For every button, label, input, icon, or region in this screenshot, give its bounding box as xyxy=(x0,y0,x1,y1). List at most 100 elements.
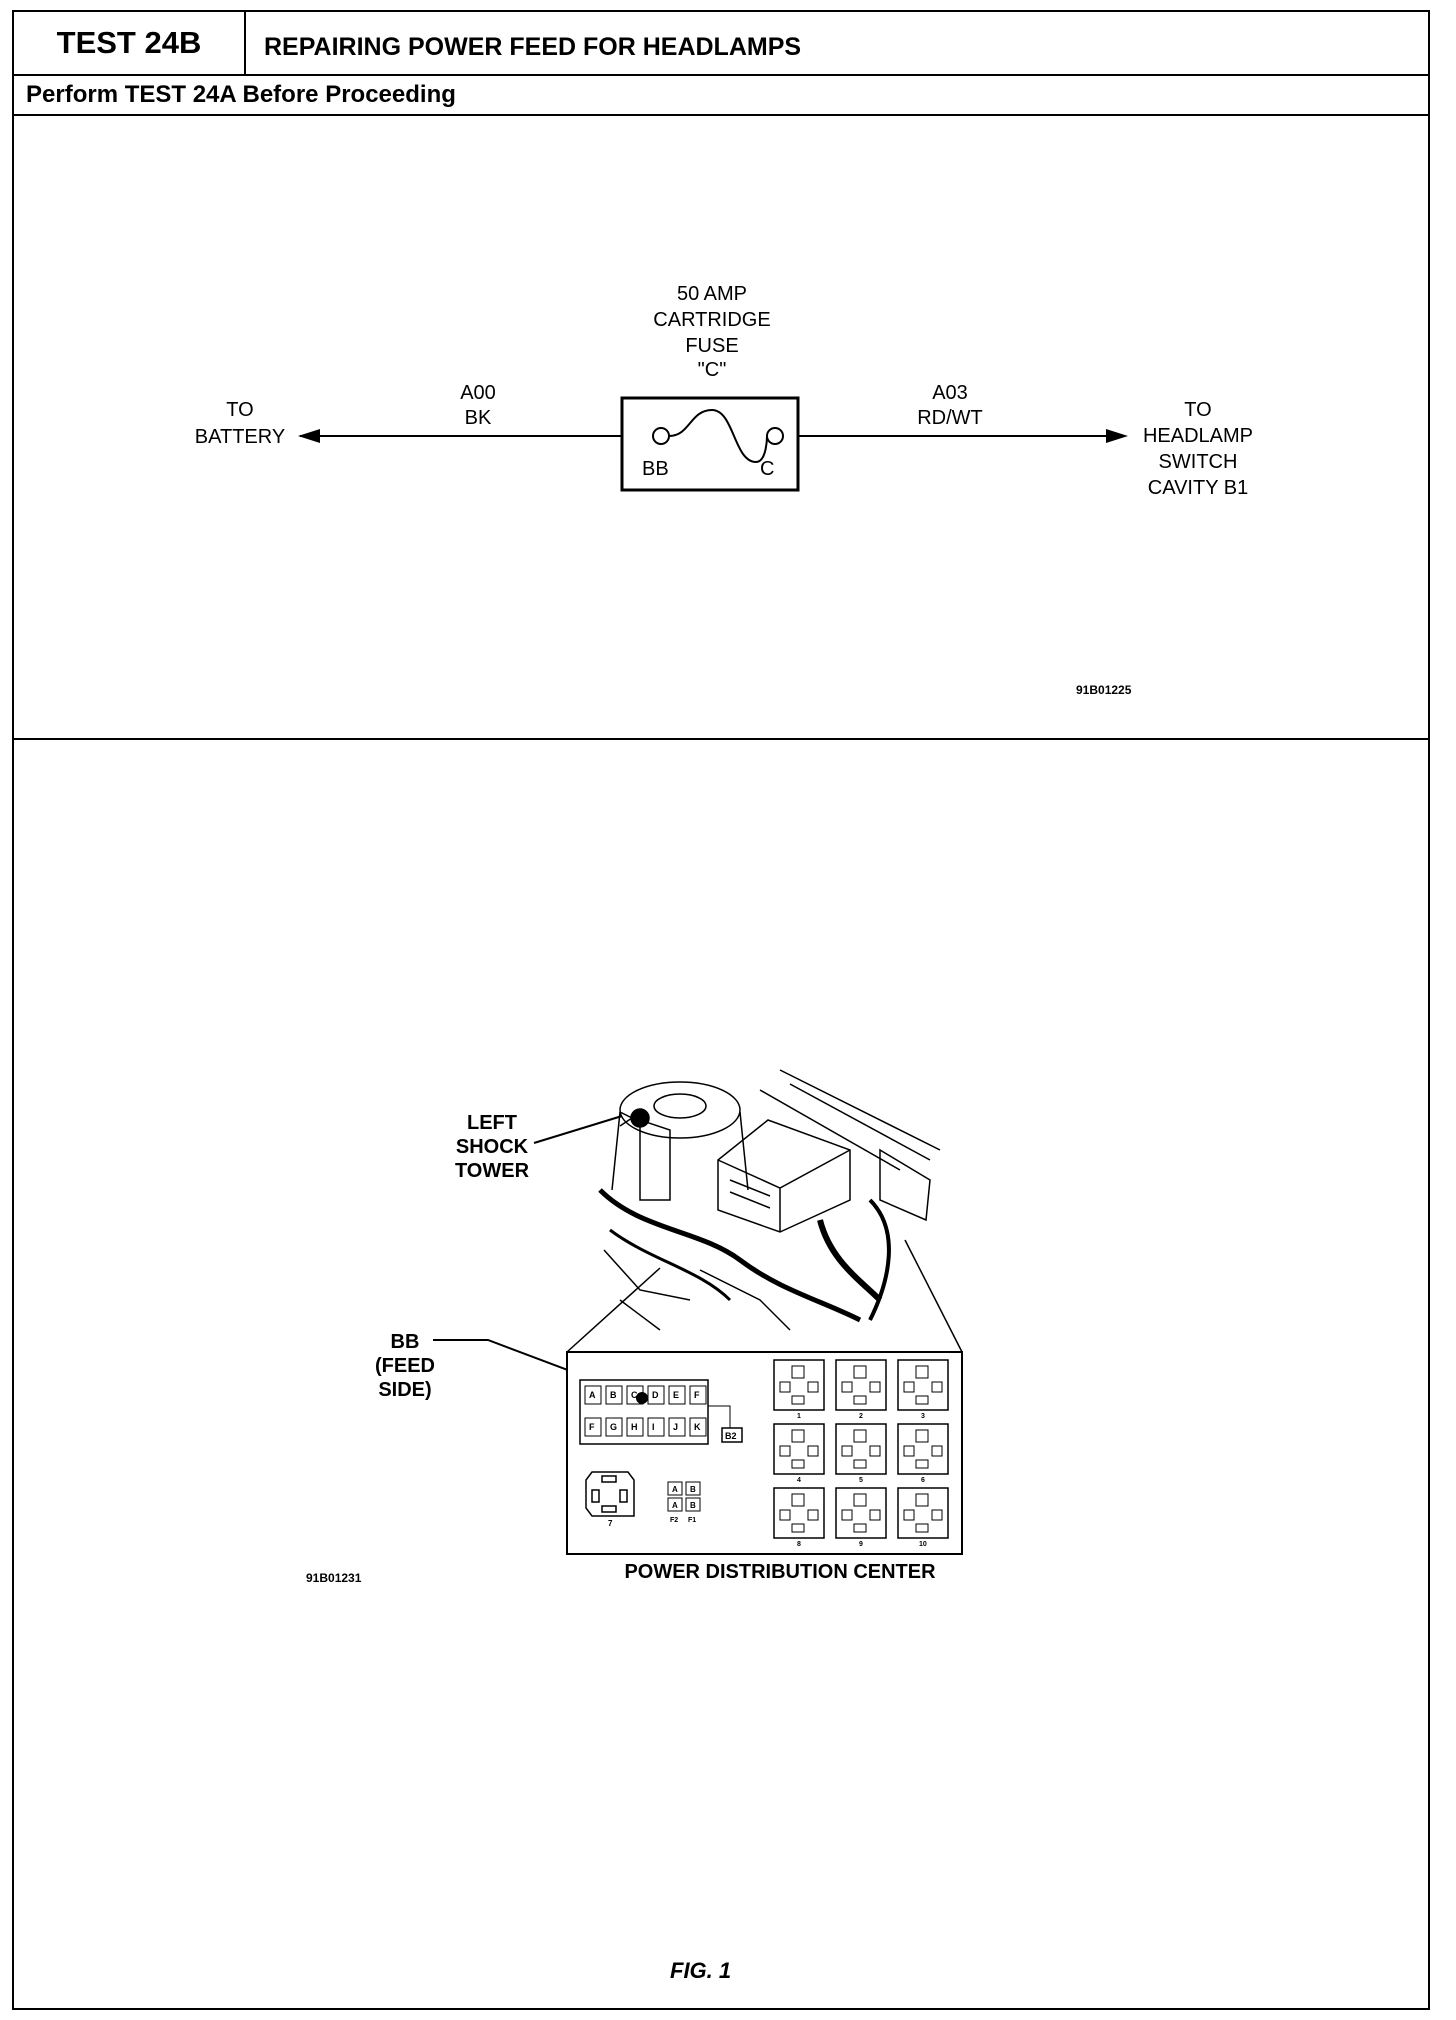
left-wire-color: BK xyxy=(465,407,492,429)
fuse-row-top: A B C D E F xyxy=(584,1385,707,1405)
relay-cavity: 3 xyxy=(897,1359,949,1420)
relay-cavity: 10 xyxy=(897,1487,949,1548)
relay-pin xyxy=(601,1475,617,1483)
shock-tower-leader-tip xyxy=(619,1111,634,1127)
prerequisite-note: Perform TEST 24A Before Proceeding xyxy=(14,76,1428,116)
fuse-block xyxy=(579,1379,709,1445)
relay-pin xyxy=(619,1489,628,1503)
shock-tower-leader xyxy=(533,1115,623,1144)
battery-to-label: TO xyxy=(226,399,253,421)
bb-feed-marker xyxy=(636,1392,648,1404)
relay-number: 9 xyxy=(859,1541,863,1548)
fuse-label-line-2: CARTRIDGE xyxy=(653,309,770,331)
relay-number: 8 xyxy=(797,1541,801,1548)
test-title: REPAIRING POWER FEED FOR HEADLAMPS xyxy=(264,33,802,61)
relay-pin xyxy=(601,1505,617,1513)
fuse-terminal-c-label: C xyxy=(760,458,774,480)
fuse-cavity-label: F xyxy=(589,1422,595,1432)
shock-tower-label-line-1: LEFT xyxy=(467,1112,517,1134)
header-row: TEST 24B REPAIRING POWER FEED FOR HEADLA… xyxy=(14,12,1428,76)
battery-arrow xyxy=(298,429,320,443)
fuse-cavity xyxy=(647,1417,665,1437)
hood-line xyxy=(759,1089,901,1171)
relay-cavity: 5 xyxy=(835,1423,887,1484)
figure-caption: FIG. 1 xyxy=(670,1958,732,1983)
right-wire-color: RD/WT xyxy=(917,407,983,429)
page-frame: TEST 24B REPAIRING POWER FEED FOR HEADLA… xyxy=(12,10,1430,2010)
bb-label-line-2: (FEED xyxy=(375,1355,435,1377)
fuse-cavity xyxy=(584,1385,602,1405)
fuse-terminal-bb xyxy=(652,427,670,445)
small-fuse-label: B xyxy=(690,1485,696,1494)
pdc-housing-edges xyxy=(717,1149,851,1232)
pdc-housing-ridges xyxy=(729,1179,771,1209)
engine-bay-illustration xyxy=(433,1069,963,1399)
fuse-cavity xyxy=(605,1385,623,1405)
b2-label: B2 xyxy=(725,1431,737,1441)
fuse-cavity xyxy=(689,1385,707,1405)
engine-detail xyxy=(699,1269,791,1331)
engine-detail xyxy=(603,1249,691,1331)
test-number: TEST 24B xyxy=(14,12,246,74)
relay-cavity: 2 xyxy=(835,1359,887,1420)
fuse-cavity xyxy=(668,1385,686,1405)
fuse-cavity-label: B xyxy=(610,1390,617,1400)
headlamp-to-label: TO xyxy=(1184,399,1211,421)
small-fuse-cell xyxy=(667,1481,683,1496)
relay-number: 5 xyxy=(859,1477,863,1484)
shock-tower-top xyxy=(653,1093,707,1119)
right-wire-circuit: A03 xyxy=(932,382,968,404)
small-fuse-caption: F1 xyxy=(688,1517,696,1524)
small-fuse-grid: A B A B F2 F1 xyxy=(667,1481,701,1524)
relay-grid: 1 2 3 xyxy=(773,1359,949,1548)
relay-number: 2 xyxy=(859,1413,863,1420)
locator-figure-code: 91B01231 xyxy=(306,1571,362,1585)
fuse-cavity-label: J xyxy=(673,1422,678,1432)
relay-number: 3 xyxy=(921,1413,925,1420)
bb-label-line-3: SIDE) xyxy=(378,1379,431,1401)
fuse-cavity-label: A xyxy=(589,1390,596,1400)
hood-line xyxy=(779,1069,941,1151)
section-divider xyxy=(14,738,1428,740)
fuse-cavity-label: I xyxy=(652,1422,655,1432)
fuse-block-lead xyxy=(708,1405,731,1428)
small-fuse-cell xyxy=(667,1497,683,1512)
fuse-cavity-label: C xyxy=(631,1390,638,1400)
bb-label-line-1: BB xyxy=(391,1331,420,1353)
small-fuse-label: A xyxy=(672,1485,678,1494)
fuse-cavity xyxy=(626,1417,644,1437)
relay-cavity: 6 xyxy=(897,1423,949,1484)
headlamp-arrow xyxy=(1106,429,1128,443)
cavity-label: CAVITY B1 xyxy=(1148,477,1248,499)
hood-line xyxy=(789,1083,931,1161)
switch-label: SWITCH xyxy=(1159,451,1238,473)
fuse-cavity-label: G xyxy=(610,1422,617,1432)
zoom-line-right xyxy=(904,1239,963,1353)
fuse-terminal-bb-label: BB xyxy=(642,458,669,480)
wiring-harness xyxy=(868,1198,891,1321)
fuse-cavity xyxy=(584,1417,602,1437)
relay-socket-outline xyxy=(585,1471,635,1517)
fuse-box xyxy=(620,396,800,492)
relay-number: 6 xyxy=(921,1477,925,1484)
locator-labels: LEFT SHOCK TOWER BB (FEED SIDE) POWER DI… xyxy=(306,1112,936,1585)
shock-tower-marker xyxy=(630,1108,650,1128)
relay-socket-number: 7 xyxy=(608,1519,613,1528)
fuse-label-line-3: FUSE xyxy=(685,335,738,357)
relay-pin xyxy=(591,1489,600,1503)
fuse-cavity xyxy=(605,1417,623,1437)
small-fuse-cell xyxy=(685,1481,701,1496)
pdc-outline xyxy=(566,1351,963,1555)
shock-tower-cap xyxy=(619,1081,741,1139)
b2-terminal xyxy=(721,1427,743,1443)
battery-label: BATTERY xyxy=(195,426,285,448)
fuse-cavity-label: F xyxy=(694,1390,700,1400)
small-fuse-label: B xyxy=(690,1501,696,1510)
fuse-cavity-label: D xyxy=(652,1390,659,1400)
power-distribution-center: B2 A B C D E F F G H I J xyxy=(566,1351,963,1555)
shock-tower-label-line-2: SHOCK xyxy=(456,1136,529,1158)
fender-bracket xyxy=(879,1148,931,1222)
fuse-element xyxy=(668,408,768,464)
shock-tower-body xyxy=(611,1111,749,1191)
